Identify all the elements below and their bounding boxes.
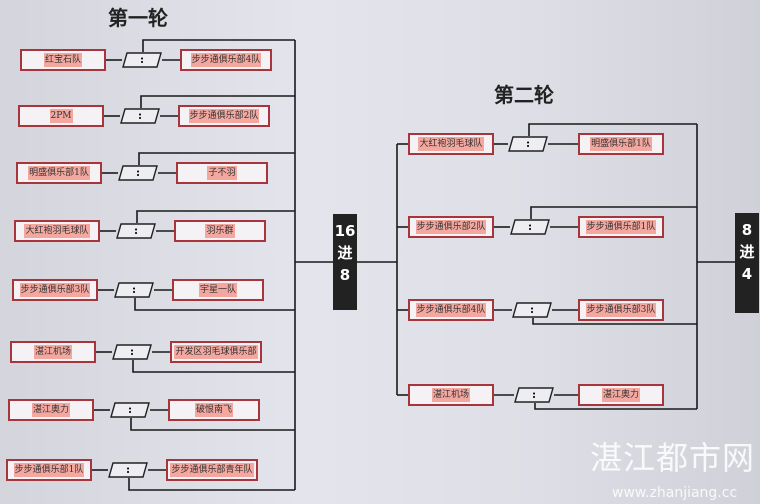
score-box: : (122, 52, 162, 68)
stage-16-to-8: 16 进 8 (333, 214, 357, 310)
score-value: : (125, 463, 131, 476)
team-name: 步步通俱乐部3队 (19, 283, 91, 297)
team-name: 开发区羽毛球俱乐部 (174, 345, 258, 359)
home-team-box: 明盛俱乐部1队 (16, 162, 102, 184)
connector-line (132, 360, 295, 373)
round1-title: 第一轮 (108, 6, 168, 30)
away-team-box: 步步通俱乐部青年队 (166, 459, 258, 481)
away-team-box: 羽乐群 (174, 220, 266, 242)
away-team-box: 开发区羽毛球俱乐部 (170, 341, 262, 363)
connector-line (140, 95, 295, 108)
home-team-box: 红宝石队 (20, 49, 106, 71)
home-team-box: 湛江机场 (408, 384, 494, 406)
connector-line (142, 39, 295, 52)
connector-line (528, 123, 697, 136)
away-team-box: 步步通俱乐部1队 (578, 216, 664, 238)
stage-8-to-4: 8 进 4 (735, 213, 759, 313)
score-box: : (510, 219, 550, 235)
stage-label: 4 (741, 265, 753, 283)
home-team-box: 步步通俱乐部3队 (12, 279, 98, 301)
score-box: : (118, 165, 158, 181)
away-team-box: 步步通俱乐部3队 (578, 299, 664, 321)
team-name: 步步通俱乐部青年队 (170, 463, 254, 477)
score-value: : (527, 220, 533, 233)
team-name: 红宝石队 (43, 53, 82, 67)
score-value: : (133, 224, 139, 237)
score-value: : (531, 388, 537, 401)
stage-label: 进 (337, 244, 353, 262)
connector-line (130, 418, 295, 431)
score-value: : (129, 345, 135, 358)
watermark-url: www.zhanjiang.cc (612, 485, 738, 501)
home-team-box: 湛江机场 (10, 341, 96, 363)
connector-line (128, 478, 295, 491)
team-name: 破恨南飞 (194, 403, 233, 417)
home-team-box: 湛江奥力 (8, 399, 94, 421)
score-value: : (525, 137, 531, 150)
score-box: : (120, 108, 160, 124)
away-team-box: 子不羽 (176, 162, 268, 184)
score-value: : (135, 166, 141, 179)
stage-label: 16 (334, 222, 356, 240)
score-box: : (512, 302, 552, 318)
score-box: : (514, 387, 554, 403)
connector-line (136, 210, 295, 223)
team-name: 步步通俱乐部4队 (190, 53, 262, 67)
away-team-box: 明盛俱乐部1队 (578, 133, 664, 155)
watermark-logo: 湛江都市网 (590, 439, 756, 477)
team-name: 步步通俱乐部2队 (188, 109, 260, 123)
score-box: : (112, 344, 152, 360)
away-team-box: 步步通俱乐部4队 (180, 49, 272, 71)
team-name: 步步通俱乐部4队 (415, 303, 487, 317)
team-name: 大红袍羽毛球队 (24, 224, 90, 238)
score-value: : (529, 303, 535, 316)
team-name: 宇星一队 (198, 283, 237, 297)
score-box: : (114, 282, 154, 298)
score-value: : (131, 283, 137, 296)
home-team-box: 大红袍羽毛球队 (408, 133, 494, 155)
connector-line (534, 403, 697, 410)
connector-line (532, 318, 697, 325)
score-value: : (137, 109, 143, 122)
team-name: 大红袍羽毛球队 (418, 137, 484, 151)
team-name: 明盛俱乐部1队 (590, 137, 652, 151)
team-name: 湛江奥力 (601, 388, 640, 402)
team-name: 步步通俱乐部1队 (13, 463, 85, 477)
stage-label: 8 (741, 221, 753, 239)
round2-title: 第二轮 (494, 83, 554, 107)
team-name: 明盛俱乐部1队 (28, 166, 90, 180)
team-name: 2PM (49, 109, 73, 123)
team-name: 湛江奥力 (31, 403, 70, 417)
connector-line (134, 298, 295, 311)
away-team-box: 宇星一队 (172, 279, 264, 301)
score-box: : (110, 402, 150, 418)
score-box: : (108, 462, 148, 478)
team-name: 湛江机场 (431, 388, 470, 402)
away-team-box: 破恨南飞 (168, 399, 260, 421)
score-box: : (116, 223, 156, 239)
stage-label: 8 (339, 266, 351, 284)
team-name: 湛江机场 (33, 345, 72, 359)
stage-label: 进 (739, 243, 755, 261)
away-team-box: 湛江奥力 (578, 384, 664, 406)
team-name: 子不羽 (207, 166, 237, 180)
score-value: : (139, 53, 145, 66)
home-team-box: 2PM (18, 105, 104, 127)
team-name: 羽乐群 (205, 224, 235, 238)
team-name: 步步通俱乐部3队 (585, 303, 657, 317)
home-team-box: 步步通俱乐部1队 (6, 459, 92, 481)
home-team-box: 步步通俱乐部2队 (408, 216, 494, 238)
home-team-box: 大红袍羽毛球队 (14, 220, 100, 242)
connector-line (138, 152, 295, 165)
team-name: 步步通俱乐部2队 (415, 220, 487, 234)
home-team-box: 步步通俱乐部4队 (408, 299, 494, 321)
away-team-box: 步步通俱乐部2队 (178, 105, 270, 127)
team-name: 步步通俱乐部1队 (585, 220, 657, 234)
score-value: : (127, 403, 133, 416)
score-box: : (508, 136, 548, 152)
connector-line (530, 206, 697, 219)
